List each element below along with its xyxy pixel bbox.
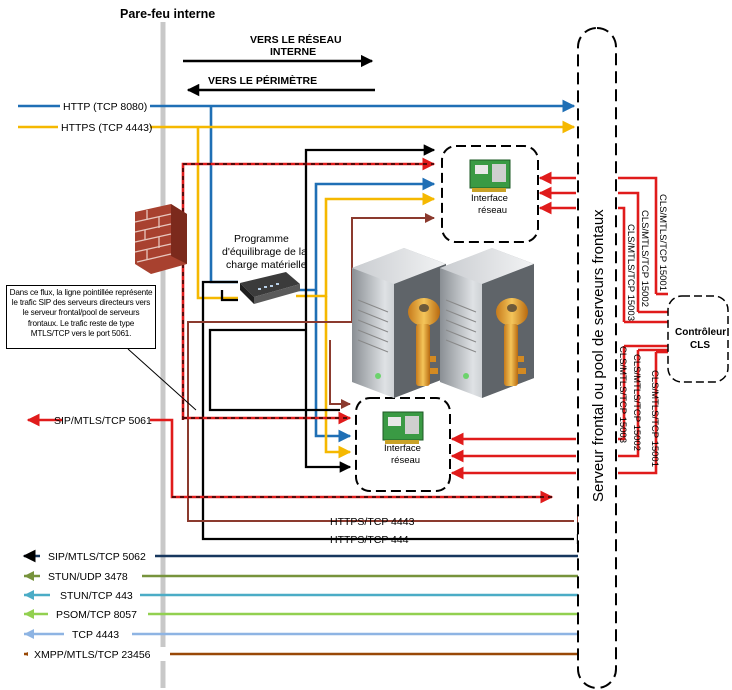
direction-perimeter-label: VERS LE PÉRIMÈTRE [208,74,317,87]
cls-controller [667,295,729,383]
flow-sip-5062-label: SIP/MTLS/TCP 5062 [48,551,146,563]
pool-label: Serveur frontal ou pool de serveurs fron… [590,209,607,502]
cls-port-top-1: CLS/MTLS/TCP 15001 [657,194,668,291]
firewall-label: Pare-feu interne [120,7,215,21]
load-balancer-label-3: charge matérielle [226,259,307,271]
flow-tcp-4443-label: TCP 4443 [72,629,119,641]
network-interface-top [441,145,539,243]
https-label: HTTPS (TCP 4443) [61,122,152,134]
flow-stun-tcp-label: STUN/TCP 443 [60,590,133,602]
nic-top-label-1: Interface [471,193,508,204]
cls-port-bottom-3: CLS/MTLS/TCP 15003 [617,346,628,443]
nic-bottom-label-1: Interface [384,443,421,454]
sip-label: SIP/MTLS/TCP 5061 [54,415,152,427]
cls-controller-label-1: Contrôleur [675,327,726,338]
https-444-return [201,144,580,544]
https-flow [18,120,576,459]
https-444-label: HTTPS/TCP 444 [330,534,409,546]
cls-port-bottom-1: CLS/MTLS/TCP 15001 [649,370,660,467]
nic-card-icon [382,411,424,444]
cls-return-arrows [450,171,668,480]
key-icon [496,298,528,386]
nic-bottom-label-2: réseau [391,455,420,466]
outbound-flows: SIP/MTLS/TCP 5062 STUN/UDP 3478 STUN/TCP… [22,549,578,661]
load-balancer-icon [240,272,300,304]
nic-card-icon [469,159,511,192]
load-balancer-label-1: Programme [234,233,289,245]
https-4443-label: HTTPS/TCP 4443 [330,516,415,528]
direction-internal-label-2: INTERNE [270,46,316,58]
sip-flow [26,157,554,504]
flow-xmpp-label: XMPP/MTLS/TCP 23456 [34,649,151,661]
note-pointer [127,348,197,411]
sip-note: Dans ce flux, la ligne pointillée représ… [6,285,156,349]
nic-top-label-2: réseau [478,205,507,216]
key-icon [408,298,440,386]
network-interface-bottom [355,397,451,492]
flow-psom-label: PSOM/TCP 8057 [56,609,137,621]
cls-port-top-2: CLS/MTLS/TCP 15002 [639,210,650,307]
http-label: HTTP (TCP 8080) [63,101,147,113]
direction-internal-label-1: VERS LE RÉSEAU [250,33,342,46]
load-balancer-label-2: d'équilibrage de la [222,246,307,258]
cls-port-bottom-2: CLS/MTLS/TCP 15002 [631,354,642,451]
server-pool [577,27,617,689]
cls-controller-label-2: CLS [690,340,710,351]
cls-port-top-3: CLS/MTLS/TCP 15003 [625,224,636,321]
flow-stun-udp-label: STUN/UDP 3478 [48,571,128,583]
firewall-icon [134,204,187,274]
